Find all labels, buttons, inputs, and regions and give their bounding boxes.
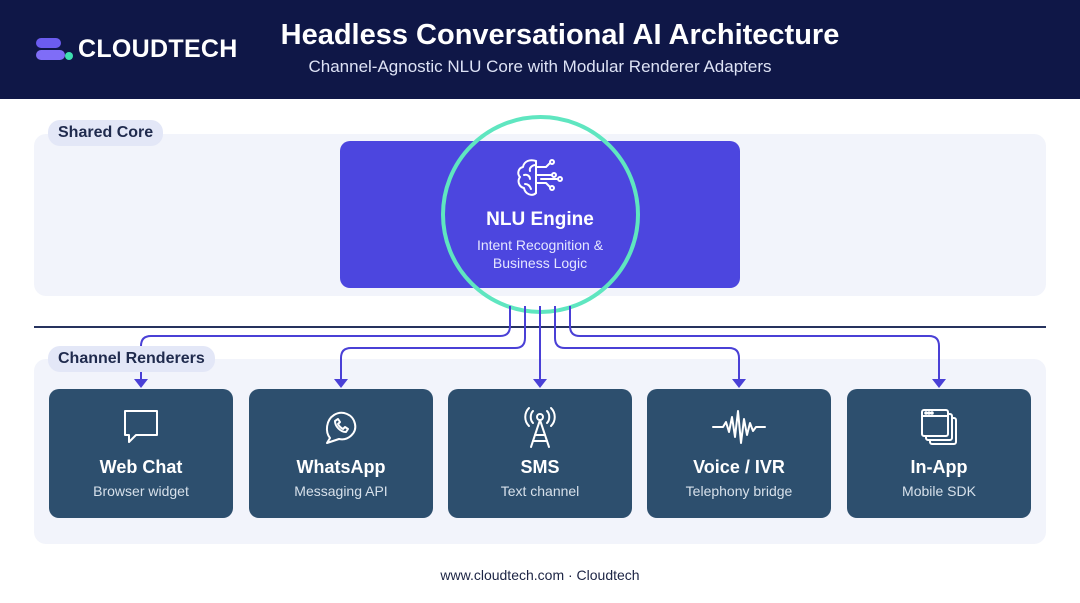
arrowhead-whatsapp	[334, 379, 348, 388]
app-windows-icon	[921, 409, 957, 445]
renderer-card-voice-ivr: Voice / IVR Telephony bridge	[647, 389, 831, 518]
page-subtitle: Channel-Agnostic NLU Core with Modular R…	[308, 57, 772, 76]
logo-mark-icon	[36, 35, 74, 63]
arrowhead-voice	[732, 379, 746, 388]
whatsapp-icon	[325, 411, 357, 444]
channel-renderers-label: Channel Renderers	[48, 346, 215, 372]
shared-core-label: Shared Core	[48, 120, 164, 146]
connector-whatsapp	[340, 306, 526, 380]
connector-voice	[554, 306, 740, 380]
connector-web-chat	[140, 306, 511, 380]
footer-text: www.cloudtech.com · Cloudtech	[440, 567, 640, 583]
waveform-icon	[712, 410, 766, 444]
renderer-card-in-app: In-App Mobile SDK	[847, 389, 1031, 518]
brand-logo: CLOUDTECH	[36, 34, 238, 64]
connector-in-app	[569, 306, 940, 380]
nlu-engine-description: Intent Recognition & Business Logic	[440, 236, 640, 272]
nlu-engine-title: NLU Engine	[486, 209, 594, 230]
header-banner: CLOUDTECH Headless Conversational AI Arc…	[0, 0, 1080, 99]
antenna-icon	[524, 407, 556, 448]
nlu-engine-desc-line2: Business Logic	[492, 255, 588, 271]
arrowhead-web-chat	[134, 379, 148, 388]
renderer-title: Voice / IVR	[693, 457, 785, 477]
logo-text: CLOUDTECH	[78, 34, 238, 63]
renderer-subtitle: Text channel	[500, 483, 580, 499]
nlu-engine-desc-line1: Intent Recognition &	[476, 237, 604, 253]
arrowhead-sms	[533, 379, 547, 388]
arrowhead-in-app	[932, 379, 946, 388]
renderer-subtitle: Browser widget	[93, 483, 189, 499]
renderer-subtitle: Telephony bridge	[685, 483, 793, 499]
renderer-title: WhatsApp	[296, 457, 386, 477]
renderer-card-sms: SMS Text channel	[448, 389, 632, 518]
page-title: Headless Conversational AI Architecture	[280, 19, 840, 51]
renderer-subtitle: Messaging API	[294, 483, 388, 499]
renderer-subtitle: Mobile SDK	[902, 483, 976, 499]
renderer-title: Web Chat	[99, 457, 183, 477]
renderer-card-web-chat: Web Chat Browser widget	[49, 389, 233, 518]
renderer-title: In-App	[910, 457, 968, 477]
renderer-card-whatsapp: WhatsApp Messaging API	[249, 389, 433, 518]
chat-bubble-icon	[124, 410, 158, 443]
renderer-title: SMS	[520, 457, 560, 477]
brain-circuit-icon	[517, 159, 563, 196]
